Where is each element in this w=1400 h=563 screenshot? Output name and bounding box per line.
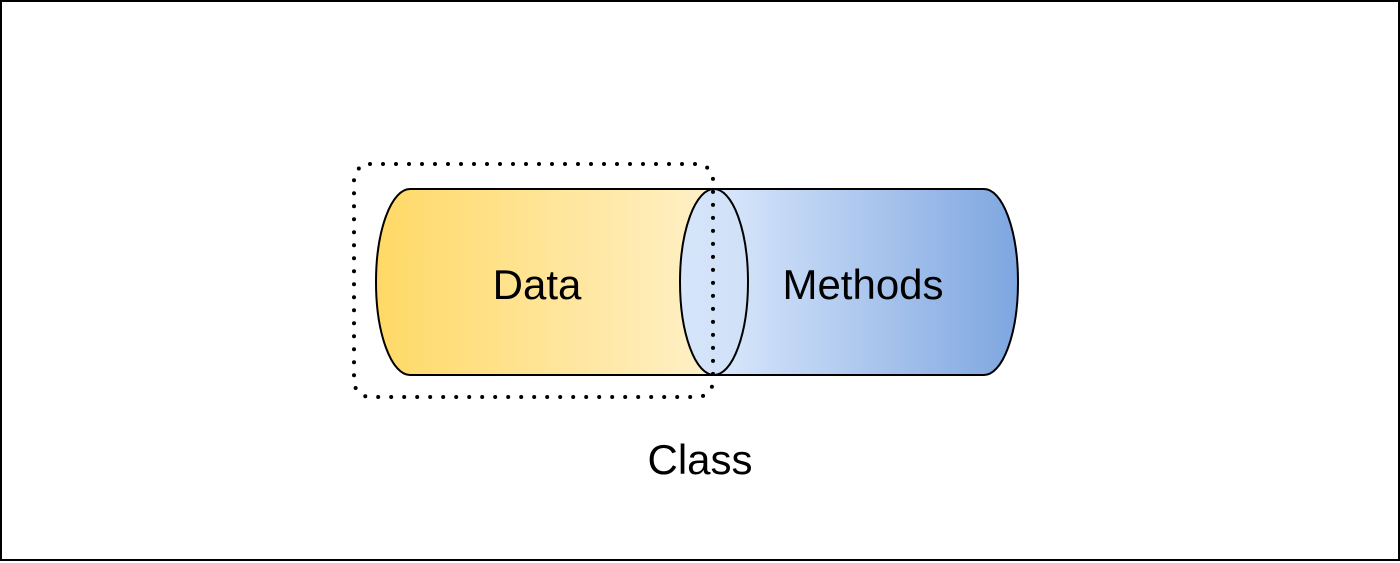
class-caption: Class bbox=[647, 436, 752, 483]
data-cylinder bbox=[375, 188, 715, 376]
data-label: Data bbox=[493, 261, 582, 308]
encapsulation-dotted-boundary bbox=[352, 162, 715, 399]
methods-label: Methods bbox=[782, 261, 943, 308]
methods-cylinder bbox=[713, 188, 1019, 376]
